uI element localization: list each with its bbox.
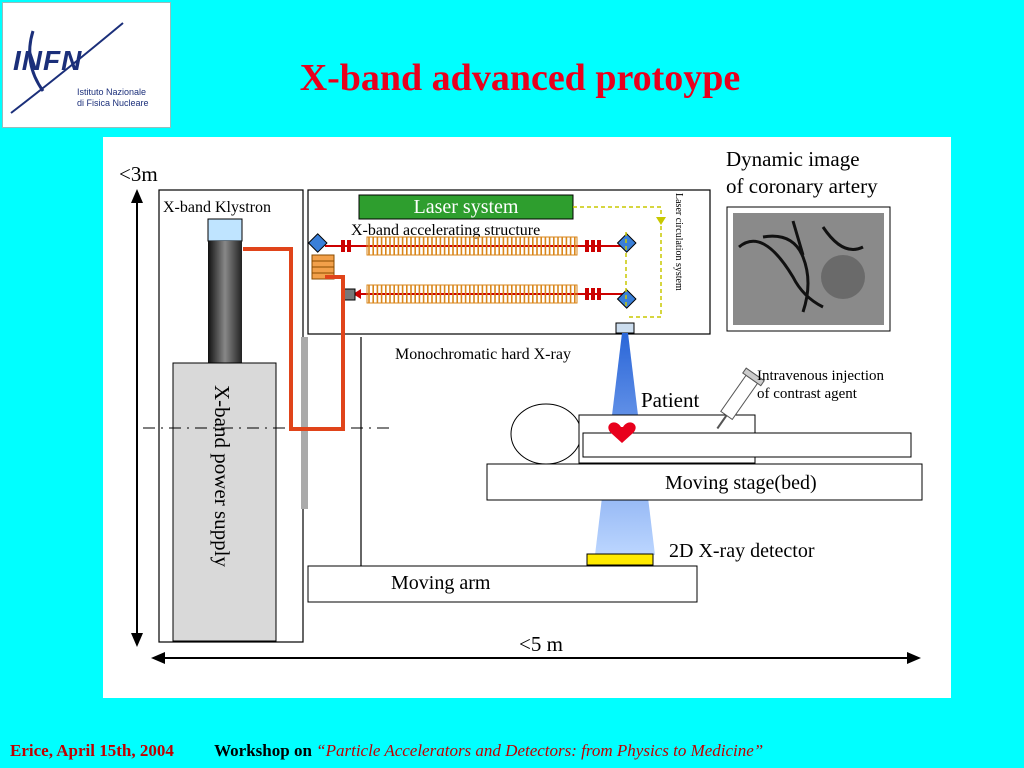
height-label: <3m (119, 162, 158, 186)
rf-waveguide (243, 247, 345, 431)
moving-arm (307, 565, 698, 603)
injection-line2: of contrast agent (757, 386, 858, 402)
accel-label: X-band accelerating structure (351, 222, 540, 239)
laser-system-label: Laser system (414, 196, 519, 218)
accel-structure-top (325, 236, 623, 256)
power-supply-box (172, 362, 277, 642)
logo-swoosh-icon (10, 22, 124, 114)
klystron-label: X-band Klystron (163, 199, 271, 216)
support-pole (301, 337, 308, 509)
footer-workshop: Workshop on (214, 741, 312, 760)
syringe-icon (716, 367, 765, 430)
logo-line1: Istituto Nazionale (77, 87, 147, 97)
logo-line2: di Fisica Nucleare (77, 98, 149, 108)
dynamic-image-line2: of coronary artery (726, 174, 878, 198)
patient-head (510, 403, 582, 465)
heart-icon (608, 422, 636, 443)
xray-target (615, 322, 635, 334)
diagram-panel: <3m <5 m X-band Klystron X-band power su… (103, 137, 951, 698)
detector-label: 2D X-ray detector (669, 540, 815, 562)
footer-event: “Particle Accelerators and Detectors: fr… (316, 741, 764, 760)
page-title: X-band advanced protoype (299, 57, 741, 99)
laser-circulation-label: Laser circulation system (673, 193, 684, 291)
klystron-tube (208, 241, 242, 365)
infn-logo: INFN Istituto Nazionale di Fisica Nuclea… (2, 2, 171, 128)
logo-brand: INFN (13, 45, 83, 76)
footer: Erice, April 15th, 2004 Workshop on “Par… (10, 741, 763, 761)
width-dimension (151, 652, 921, 664)
patient-legs (582, 432, 912, 458)
width-label: <5 m (519, 632, 563, 656)
moving-stage (486, 463, 923, 501)
injection-line1: Intravenous injection (757, 368, 885, 384)
gun-block (343, 288, 356, 301)
footer-date: Erice, April 15th, 2004 (10, 741, 174, 760)
dynamic-image-line1: Dynamic image (726, 147, 860, 171)
diagram-svg: <3m <5 m X-band Klystron X-band power su… (119, 147, 923, 664)
arm-label: Moving arm (391, 572, 491, 594)
accel-structure-bottom (353, 284, 623, 304)
klystron-cap (207, 218, 243, 242)
laser-circulation-path (573, 206, 666, 318)
xray-label: Monochromatic hard X-ray (395, 346, 571, 363)
mirror-icon (307, 233, 328, 253)
xray-detector (586, 553, 654, 566)
logo-subtitle: Istituto Nazionale di Fisica Nucleare (77, 87, 149, 109)
laser-system-box (358, 194, 574, 220)
patient-label: Patient (641, 388, 699, 412)
power-supply-label: X-band power supply (210, 385, 234, 567)
height-dimension (131, 189, 153, 647)
bed-label: Moving stage(bed) (665, 472, 817, 494)
